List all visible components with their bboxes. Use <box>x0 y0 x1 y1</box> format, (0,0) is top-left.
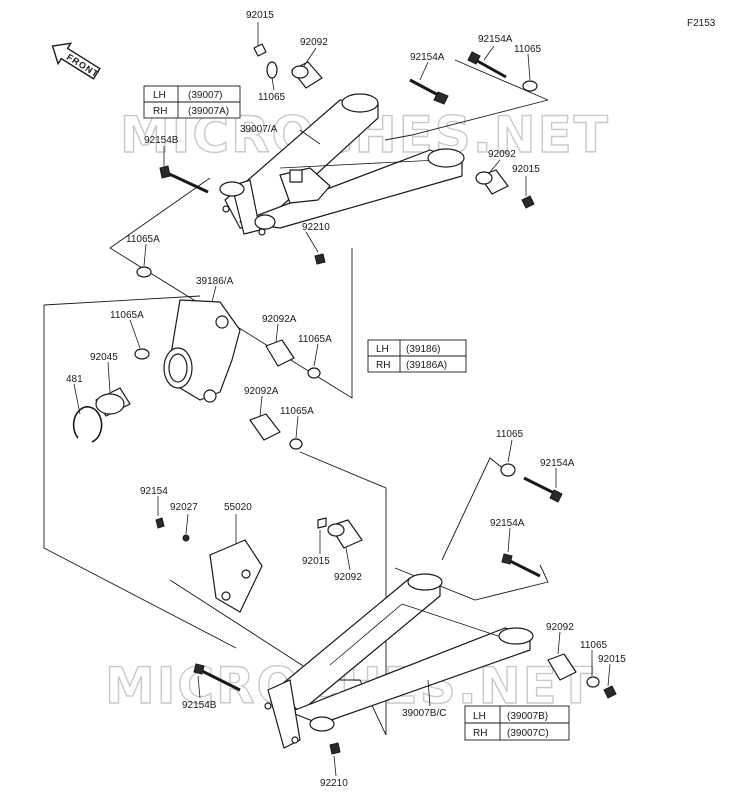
guard-plate <box>155 517 263 613</box>
lower-arm-hardware <box>193 463 617 755</box>
callout-92154a: 92154A <box>478 34 513 45</box>
callout-92092a: 92092A <box>262 314 297 325</box>
leader-lines <box>73 22 611 777</box>
table-cell: (39007B) <box>507 711 548 722</box>
variant-table-upper-arm: LH (39007) RH (39007A) <box>143 85 241 119</box>
callout-11065a: 11065A <box>126 234 160 245</box>
callout-39007b-c: 39007B/C <box>402 708 446 719</box>
callout-92015: 92015 <box>246 10 274 21</box>
callout-11065: 11065 <box>496 429 524 440</box>
callout-11065a: 11065A <box>110 310 144 321</box>
upper-a-arm <box>219 93 465 236</box>
callout-11065: 11065 <box>580 640 608 651</box>
callout-92092a: 92092A <box>244 386 279 397</box>
table-cell: (39007A) <box>188 106 229 117</box>
callout-481: 481 <box>66 374 83 385</box>
variant-table-lower-arm: LH (39007B) RH (39007C) <box>464 705 570 741</box>
callout-92092: 92092 <box>546 622 574 633</box>
callout-11065: 11065 <box>514 44 542 55</box>
callout-92015: 92015 <box>512 164 540 175</box>
table-cell: RH <box>153 106 167 117</box>
callout-92210: 92210 <box>302 222 330 233</box>
callout-92154a: 92154A <box>490 518 525 529</box>
callout-11065a: 11065A <box>280 406 314 417</box>
table-cell: RH <box>376 360 390 371</box>
front-arrow-icon: FRONT <box>51 42 101 80</box>
callout-39007-a: 39007/A <box>240 124 278 135</box>
callout-92154a: 92154A <box>540 458 575 469</box>
callout-92210: 92210 <box>320 778 348 789</box>
callout-11065a: 11065A <box>298 334 332 345</box>
table-cell: LH <box>376 344 389 355</box>
table-cell: (39007C) <box>507 728 549 739</box>
upper-arm-hardware <box>159 43 538 265</box>
callout-92015: 92015 <box>302 556 330 567</box>
callout-92027: 92027 <box>170 502 198 513</box>
callout-92092: 92092 <box>488 149 516 160</box>
callout-92154a: 92154A <box>410 52 445 63</box>
table-cell: RH <box>473 728 487 739</box>
callout-55020: 55020 <box>224 502 252 513</box>
callout-92154: 92154 <box>140 486 168 497</box>
table-cell: LH <box>473 711 486 722</box>
variant-table-knuckle: LH (39186) RH (39186A) <box>367 339 467 373</box>
callout-92015: 92015 <box>598 654 626 665</box>
table-cell: (39186) <box>406 344 440 355</box>
callout-11065: 11065 <box>258 92 286 103</box>
figure-code: F2153 <box>687 18 716 29</box>
knuckle-assembly <box>72 266 321 450</box>
callout-92154b: 92154B <box>144 135 179 146</box>
callout-92092: 92092 <box>334 572 362 583</box>
table-cell: LH <box>153 90 166 101</box>
lower-a-arm <box>264 573 534 749</box>
table-cell: (39007) <box>188 90 222 101</box>
callout-92154b: 92154B <box>182 700 217 711</box>
callout-92045: 92045 <box>90 352 118 363</box>
callout-39186-a: 39186/A <box>196 276 234 287</box>
callout-labels: 92015 92092 11065 92154A 92154A 11065 39… <box>66 10 626 789</box>
callout-92092: 92092 <box>300 37 328 48</box>
table-cell: (39186A) <box>406 360 447 371</box>
